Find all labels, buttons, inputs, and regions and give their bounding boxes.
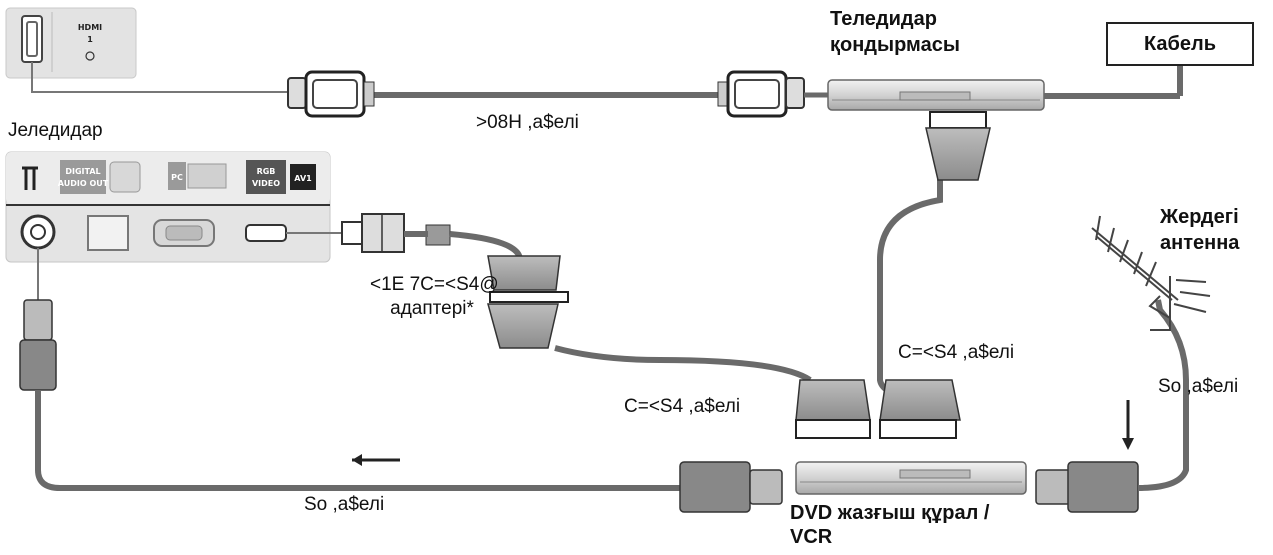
adapter-label-1: <1E 7C=<S4@ (370, 274, 499, 295)
hdmi-plug-left (304, 70, 366, 118)
digital-audio-label-box (60, 160, 106, 194)
terrestrial-antenna-group (1091, 215, 1211, 491)
set-top-box-label-1: Теледидар (830, 8, 937, 30)
tv-label: Јеледидар (8, 120, 103, 141)
optical-port (87, 215, 129, 251)
scart-adapter (286, 213, 569, 349)
rf-cable-bottom (19, 248, 783, 513)
antenna-terminal-icon (22, 166, 38, 190)
hdmi-cable (31, 62, 805, 118)
antenna-label-1: Жердегі (1160, 206, 1239, 228)
scart-plug-stb (925, 127, 991, 181)
av1-port (245, 224, 287, 242)
digital-audio-label-2: AUDIO OUT (58, 179, 109, 188)
dvd-recorder-label-2: VCR (790, 526, 833, 548)
hdmi-panel-number: 1 (87, 35, 93, 44)
rf-cable-bottom-label: So ,а$елі (304, 494, 385, 515)
pc-label: PC (171, 173, 183, 182)
tv-hdmi-panel: HDMI 1 (5, 7, 137, 79)
dvd-recorder-label-1: DVD жазғыш құрал / (790, 502, 990, 524)
scart-plug-recorder-right (879, 379, 961, 421)
scart-cable-left (554, 345, 871, 439)
scart-adapter-plug-top (487, 255, 561, 291)
audio-icon (109, 161, 141, 193)
rf-plug-recorder-left (679, 461, 751, 513)
cable-source-box: Кабель (1106, 22, 1254, 66)
aerial-port (20, 214, 56, 250)
digital-audio-label-1: DIGITAL (65, 167, 100, 176)
adapter-label-2: адаптері* (390, 298, 474, 319)
tv-rear-panel: DIGITAL AUDIO OUT PC RGB VIDEO AV1 (5, 151, 331, 263)
rf-cable-right-label: So ,а$елі (1158, 376, 1239, 397)
antenna-icon (1091, 215, 1211, 331)
scart-cable-right-label: C=<S4 ,а$елі (898, 342, 1015, 363)
rf-plug-tv (23, 299, 53, 341)
rf-plug-recorder-right (1035, 469, 1071, 505)
dvd-recorder (795, 461, 1139, 513)
antenna-label-2: антенна (1160, 232, 1240, 254)
set-top-box-label-2: қондырмасы (830, 34, 960, 56)
hdmi-plug-right (726, 70, 788, 118)
set-top-box (804, 66, 1183, 111)
scart-plug-recorder-left (795, 379, 871, 421)
hdmi-cable-label: >08H ,а$елі (476, 112, 579, 133)
scart-cable-left-label: C=<S4 ,а$елі (624, 396, 741, 417)
scart-cable-right (877, 111, 991, 439)
input-icon (85, 51, 95, 61)
av1-label: AV1 (294, 174, 312, 183)
rgb-label: RGB (257, 167, 276, 176)
scart-adapter-plug-bottom (487, 303, 559, 349)
video-label: VIDEO (252, 179, 280, 188)
hdmi-panel-label: HDMI (78, 23, 102, 32)
